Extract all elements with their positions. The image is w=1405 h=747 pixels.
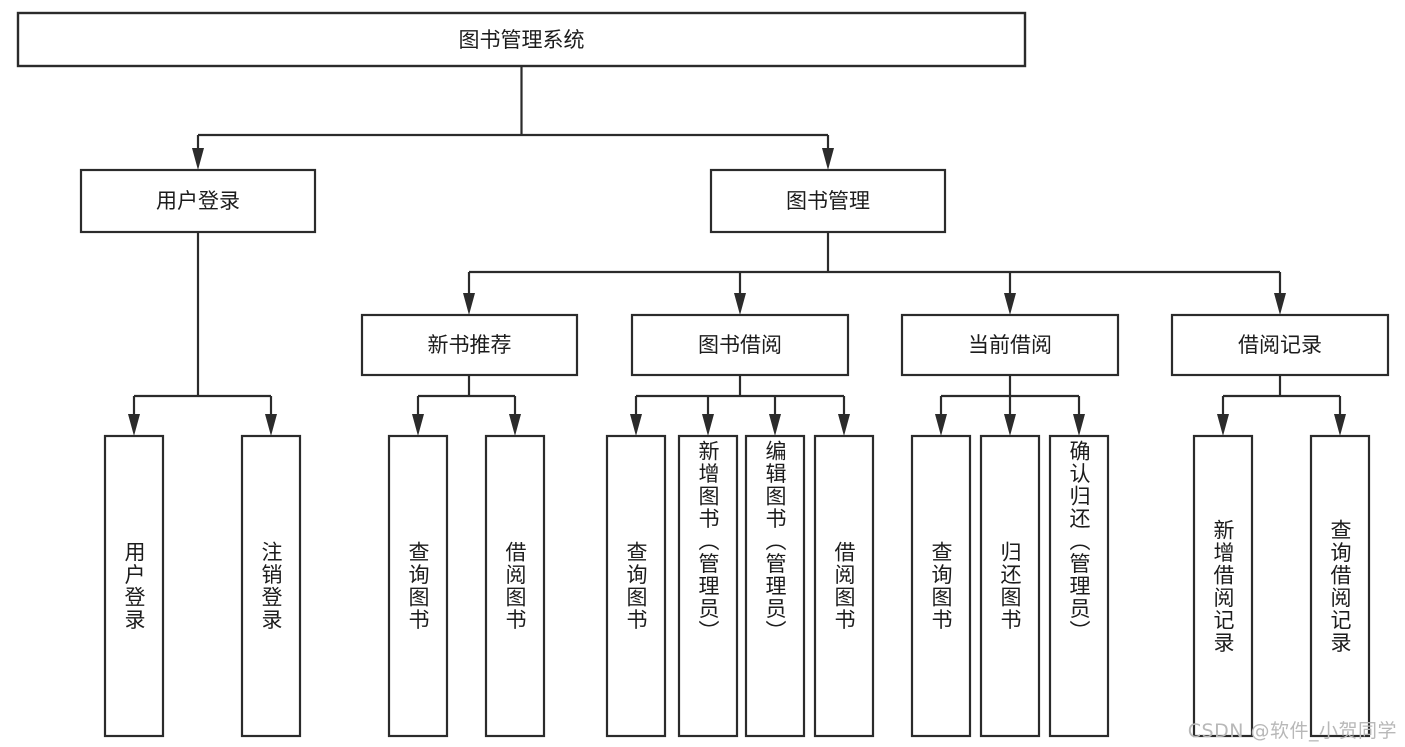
leaf-box-user-login[interactable] xyxy=(103,434,165,738)
leaf-box-edit-book[interactable] xyxy=(744,434,806,738)
connector-group-book-borrow-to-leaves xyxy=(630,375,850,436)
node-book-borrow[interactable]: 图书借阅 xyxy=(630,313,850,377)
node-book-management-label: 图书管理 xyxy=(786,189,870,213)
node-borrow-record-box[interactable] xyxy=(1170,313,1390,377)
arrow-head-book-management xyxy=(822,148,834,170)
arrow-head-leaf-logout-login xyxy=(265,414,277,436)
connector-group-book-management-to-level3 xyxy=(463,232,1286,315)
arrow-head-new-book xyxy=(463,293,475,315)
leaf-box-query-book-1[interactable] xyxy=(387,434,449,738)
arrow-head-leaf-query-book-3 xyxy=(935,414,947,436)
leaf-box-borrow-book-2[interactable] xyxy=(813,434,875,738)
node-current-borrow-box[interactable] xyxy=(900,313,1120,377)
node-user-login-label: 用户登录 xyxy=(156,189,240,213)
arrow-head-current-borrow xyxy=(1004,293,1016,315)
leaf-boxes-group xyxy=(103,434,1371,738)
arrow-head-leaf-borrow-book-2 xyxy=(838,414,850,436)
leaf-box-query-book-2[interactable] xyxy=(605,434,667,738)
arrow-head-leaf-confirm-return xyxy=(1073,414,1085,436)
arrow-head-leaf-add-record xyxy=(1217,414,1229,436)
node-new-book-recommend-label: 新书推荐 xyxy=(428,333,512,357)
node-new-book-recommend-box[interactable] xyxy=(360,313,579,377)
leaf-box-add-book[interactable] xyxy=(677,434,739,738)
node-book-management[interactable]: 图书管理 xyxy=(709,168,947,234)
arrow-head-leaf-add-book xyxy=(702,414,714,436)
node-book-borrow-label: 图书借阅 xyxy=(698,333,782,357)
leaf-box-borrow-book-1[interactable] xyxy=(484,434,546,738)
leaf-box-return-book[interactable] xyxy=(979,434,1041,738)
arrow-head-user-login xyxy=(192,148,204,170)
node-book-management-box[interactable] xyxy=(709,168,947,234)
arrow-head-leaf-query-record xyxy=(1334,414,1346,436)
connector-group-current-borrow-to-leaves xyxy=(935,375,1085,436)
node-borrow-record[interactable]: 借阅记录 xyxy=(1170,313,1390,377)
connector-group-new-book-to-leaves xyxy=(412,375,521,436)
arrow-head-leaf-borrow-book-1 xyxy=(509,414,521,436)
arrow-head-leaf-query-book-1 xyxy=(412,414,424,436)
csdn-watermark: CSDN @软件_小贺同学 xyxy=(1187,720,1397,742)
node-root-box[interactable] xyxy=(16,11,1027,68)
node-user-login[interactable]: 用户登录 xyxy=(79,168,317,234)
arrow-head-leaf-return-book xyxy=(1004,414,1016,436)
arrow-head-leaf-query-book-2 xyxy=(630,414,642,436)
connector-group-borrow-record-to-leaves xyxy=(1217,375,1346,436)
node-new-book-recommend[interactable]: 新书推荐 xyxy=(360,313,579,377)
arrow-head-borrow-record xyxy=(1274,293,1286,315)
node-current-borrow-label: 当前借阅 xyxy=(968,333,1052,357)
leaf-box-query-record[interactable] xyxy=(1309,434,1371,738)
node-root[interactable]: 图书管理系统 xyxy=(16,11,1027,68)
node-current-borrow[interactable]: 当前借阅 xyxy=(900,313,1120,377)
node-book-borrow-box[interactable] xyxy=(630,313,850,377)
connector-group-root-to-level2 xyxy=(192,66,834,170)
arrow-head-leaf-edit-book xyxy=(769,414,781,436)
connector-group-user-login-to-leaves xyxy=(128,232,277,436)
leaf-box-confirm-return[interactable] xyxy=(1048,434,1110,738)
node-user-login-box[interactable] xyxy=(79,168,317,234)
leaf-box-logout-login[interactable] xyxy=(240,434,302,738)
node-borrow-record-label: 借阅记录 xyxy=(1238,333,1322,357)
node-root-label: 图书管理系统 xyxy=(459,28,585,52)
arrow-head-leaf-user-login xyxy=(128,414,140,436)
arrow-head-book-borrow xyxy=(734,293,746,315)
leaf-box-add-record[interactable] xyxy=(1192,434,1254,738)
leaf-box-query-book-3[interactable] xyxy=(910,434,972,738)
